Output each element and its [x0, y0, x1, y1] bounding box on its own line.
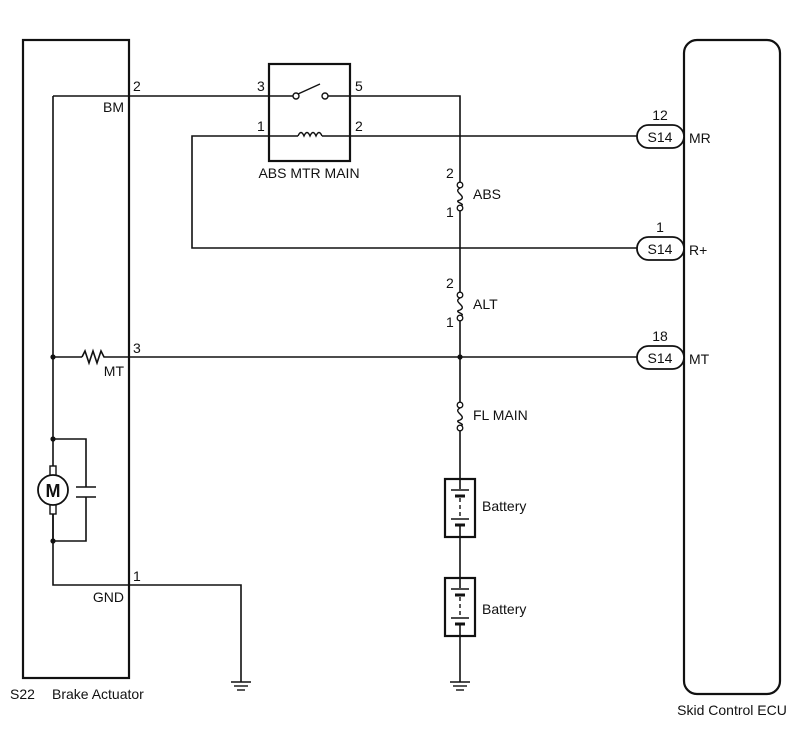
connector-s14-mt: [636, 345, 685, 370]
fuse-abs-pin-bottom: 1: [446, 204, 454, 220]
ground-icon: [231, 681, 251, 691]
gnd-label: GND: [93, 589, 124, 605]
relay-outline: [267, 62, 352, 163]
mr-pin: 12: [652, 107, 668, 123]
mr-connector: S14: [648, 129, 673, 145]
mt-ecu-label: MT: [689, 351, 710, 367]
mt-ecu-pin: 18: [652, 328, 668, 344]
relay-coil-icon: [297, 131, 323, 138]
mt-pin: 3: [133, 340, 141, 356]
brake-actuator-name: Brake Actuator: [52, 686, 144, 702]
relay-pin-5: 5: [355, 78, 363, 94]
gnd-wire: [129, 584, 242, 682]
fuse-abs: 2 1 ABS: [446, 165, 501, 220]
relay-pin-1: 1: [257, 118, 265, 134]
bm-pin: 2: [133, 78, 141, 94]
motor-icon: [37, 474, 69, 506]
connector-s14-mr: [636, 124, 685, 149]
mt-label: MT: [104, 363, 125, 379]
mt-resistor-symbol: [81, 348, 129, 366]
relay-contact: [321, 92, 329, 100]
abs-mtr-main-relay: 3 5 1 2 ABS MTR MAIN: [257, 62, 363, 181]
fuse-alt-pin-top: 2: [446, 275, 454, 291]
relay-switch-arm: [297, 83, 321, 95]
fuse-alt: 2 1 ALT: [446, 275, 498, 330]
ecu-outline: [682, 38, 782, 696]
ecu-name: Skid Control ECU: [677, 702, 787, 718]
bm-label: BM: [103, 99, 124, 115]
battery-1: Battery: [443, 477, 526, 539]
mt-connector: S14: [648, 350, 673, 366]
external-wiring: [129, 95, 637, 682]
fuse-icon: [457, 187, 463, 207]
mr-label: MR: [689, 130, 711, 146]
connector-s14-rplus: [636, 236, 685, 261]
relay-name: ABS MTR MAIN: [258, 165, 359, 181]
brake-actuator-outline: [21, 38, 131, 680]
fuse-fl-main-name: FL MAIN: [473, 407, 528, 423]
fuse-abs-name: ABS: [473, 186, 501, 202]
motor-symbol: M: [46, 481, 61, 501]
ground-icon: [450, 681, 470, 691]
fuse-abs-pin-top: 2: [446, 165, 454, 181]
battery-2: Battery: [443, 576, 526, 638]
fuse-fl-main: FL MAIN: [456, 401, 528, 432]
brake-actuator: S22 Brake Actuator M 2 BM 3 MT 1 GND: [10, 38, 144, 702]
battery-2-name: Battery: [482, 601, 526, 617]
gnd-internal-wire: [52, 510, 129, 586]
relay-pin-3: 3: [257, 78, 265, 94]
capacitor-bottom-wire: [53, 497, 87, 542]
fuse-alt-pin-bottom: 1: [446, 314, 454, 330]
battery-1-name: Battery: [482, 498, 526, 514]
fuse-alt-name: ALT: [473, 296, 498, 312]
rplus-pin: 1: [656, 219, 664, 235]
brake-actuator-connector: S22: [10, 686, 35, 702]
gnd-pin: 1: [133, 568, 141, 584]
skid-control-ecu: Skid Control ECU S14 12 MR S14 1 R+ S14 …: [636, 38, 787, 718]
fuse-icon: [457, 407, 463, 427]
rplus-connector: S14: [648, 241, 673, 257]
capacitor-top-wire: [53, 438, 87, 487]
relay-output-wire: [350, 95, 461, 182]
rplus-label: R+: [689, 242, 707, 258]
relay-pin-2: 2: [355, 118, 363, 134]
fuse-icon: [457, 297, 463, 317]
r-plus-wire: [191, 135, 637, 249]
relay-contact: [292, 92, 300, 100]
